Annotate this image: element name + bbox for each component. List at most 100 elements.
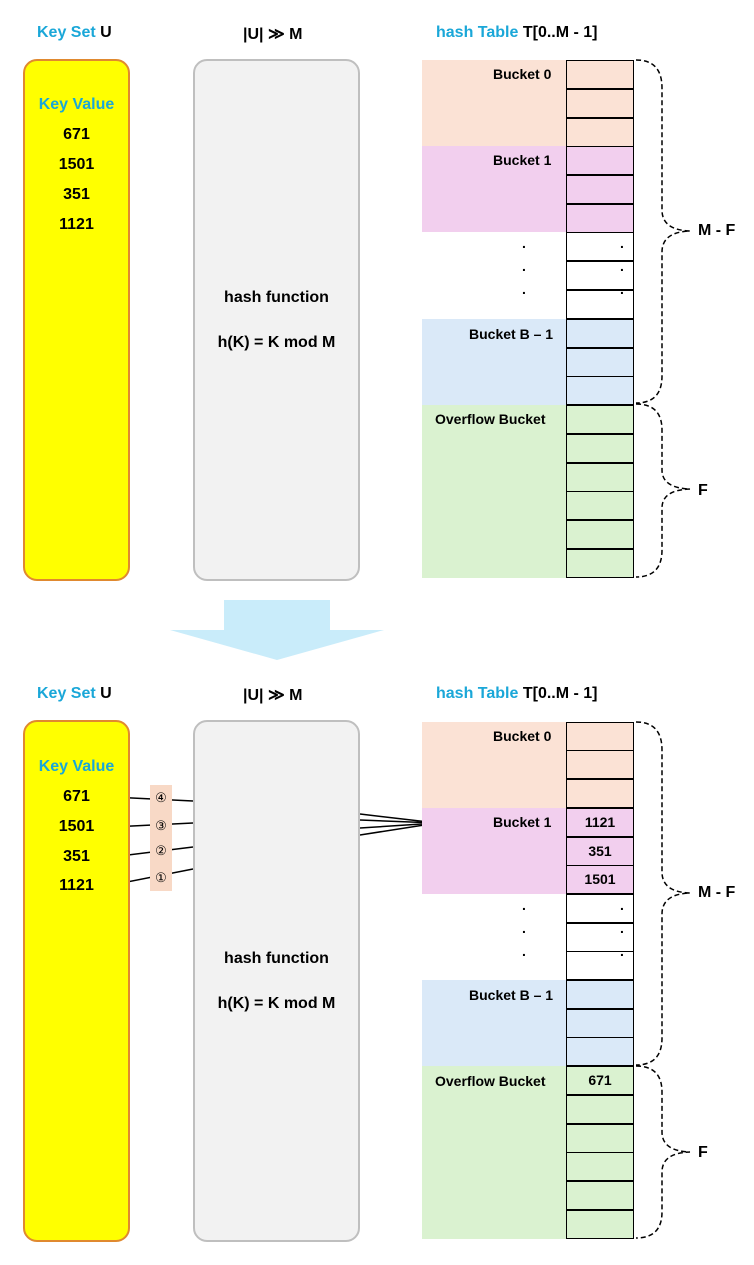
key-value: 671 <box>63 126 90 143</box>
bucket-1-band <box>422 146 634 232</box>
table-cell <box>566 434 634 463</box>
table-cell <box>566 290 634 319</box>
table-cell <box>566 980 634 1009</box>
cardinality-header: |U| ≫ M <box>243 26 303 43</box>
table-cell <box>566 1152 634 1181</box>
ellipsis-dot: . <box>620 943 624 959</box>
key-set-box: Key Value 671 1501 351 1121 <box>23 59 130 581</box>
hash-function-box: hash function h(K) = K mod M <box>193 59 360 581</box>
step-number: ③ <box>155 818 167 833</box>
table-cell <box>566 1037 634 1066</box>
table-label: hash Table <box>436 685 519 702</box>
overflow-label: Overflow Bucket <box>435 411 546 427</box>
table-var: T[0..M - 1] <box>522 685 598 702</box>
table-cell <box>566 1009 634 1038</box>
hash-function-box: hash function h(K) = K mod M <box>193 720 360 1242</box>
step-number: ② <box>155 843 167 858</box>
table-cell <box>566 175 634 204</box>
keyset-var: U <box>100 24 112 41</box>
ellipsis-dot: . <box>522 281 526 297</box>
table-cell <box>566 89 634 118</box>
key-value: 1121 <box>59 216 94 233</box>
ellipsis-dot: . <box>522 920 526 936</box>
bucket-b-band <box>422 319 634 405</box>
ellipsis-dot: . <box>522 258 526 274</box>
brace-mf-top <box>635 59 691 404</box>
table-cell <box>566 60 634 89</box>
table-cell <box>566 951 634 980</box>
key-value-title: Key Value <box>38 96 115 113</box>
bucket-b-label: Bucket B – 1 <box>469 987 554 1003</box>
table-header: hash Table T[0..M - 1] <box>436 24 598 42</box>
key-value-title: Key Value <box>38 758 115 775</box>
table-cell: 671 <box>566 1066 634 1095</box>
table-cell <box>566 1124 634 1153</box>
table-cell <box>566 491 634 520</box>
ellipsis-dot: . <box>620 235 624 251</box>
brace-label-f: F <box>698 482 708 499</box>
keyset-header: Key Set U <box>37 685 112 703</box>
down-arrow-icon <box>170 600 384 660</box>
table-var: T[0..M - 1] <box>522 24 598 41</box>
key-value: 351 <box>63 186 90 203</box>
keyset-label: Key Set <box>37 685 96 702</box>
step-number: ① <box>155 870 167 885</box>
bucket-b-label: Bucket B – 1 <box>469 326 554 342</box>
table-cell <box>566 232 634 261</box>
table-header: hash Table T[0..M - 1] <box>436 685 598 703</box>
table-label: hash Table <box>436 24 519 41</box>
table-cell: 1501 <box>566 865 634 894</box>
ellipsis-dot: . <box>620 897 624 913</box>
bucket-0-band <box>422 722 634 808</box>
table-cell <box>566 376 634 405</box>
hash-function-title: hash function <box>224 289 329 306</box>
key-value: 351 <box>63 848 90 865</box>
table-cell <box>566 405 634 434</box>
key-value: 1121 <box>59 877 94 894</box>
ellipsis-dot: . <box>522 897 526 913</box>
bucket-1-label: Bucket 1 <box>493 152 552 168</box>
table-cell <box>566 722 634 751</box>
ellipsis-dot: . <box>620 281 624 297</box>
ellipsis-dot: . <box>620 258 624 274</box>
bucket-1-label: Bucket 1 <box>493 814 552 830</box>
brace-label-mf: M - F <box>698 884 736 901</box>
keyset-label: Key Set <box>37 24 96 41</box>
table-cell <box>566 1095 634 1124</box>
hash-formula: h(K) = K mod M <box>217 334 336 351</box>
brace-mf-bottom <box>635 721 691 1066</box>
keyset-var: U <box>100 685 112 702</box>
key-value: 671 <box>63 788 90 805</box>
table-cell <box>566 319 634 348</box>
bucket-1-band <box>422 808 634 894</box>
bucket-0-band <box>422 60 634 146</box>
hash-formula: h(K) = K mod M <box>217 995 336 1012</box>
key-value: 1501 <box>58 818 95 835</box>
brace-f-bottom <box>635 1065 691 1239</box>
brace-f-top <box>635 403 691 578</box>
bucket-0-label: Bucket 0 <box>493 728 552 744</box>
table-cell: 1121 <box>566 808 634 837</box>
ellipsis-dot: . <box>522 943 526 959</box>
overflow-label: Overflow Bucket <box>435 1073 546 1089</box>
step-number: ④ <box>155 790 167 805</box>
table-cell <box>566 750 634 779</box>
table-cell <box>566 261 634 290</box>
brace-label-f: F <box>698 1144 708 1161</box>
key-value: 1501 <box>58 156 95 173</box>
bucket-b-band <box>422 980 634 1066</box>
ellipsis-dot: . <box>620 920 624 936</box>
ellipsis-dot: . <box>522 235 526 251</box>
brace-label-mf: M - F <box>698 222 736 239</box>
hash-function-title: hash function <box>224 950 329 967</box>
table-cell <box>566 549 634 578</box>
table-cell <box>566 894 634 923</box>
table-cell <box>566 1210 634 1239</box>
table-cell <box>566 520 634 549</box>
cardinality-header: |U| ≫ M <box>243 687 303 704</box>
key-set-box: Key Value 671 1501 351 1121 <box>23 720 130 1242</box>
keyset-header: Key Set U <box>37 24 112 42</box>
bucket-0-label: Bucket 0 <box>493 66 552 82</box>
table-cell: 351 <box>566 837 634 866</box>
table-cell <box>566 1181 634 1210</box>
